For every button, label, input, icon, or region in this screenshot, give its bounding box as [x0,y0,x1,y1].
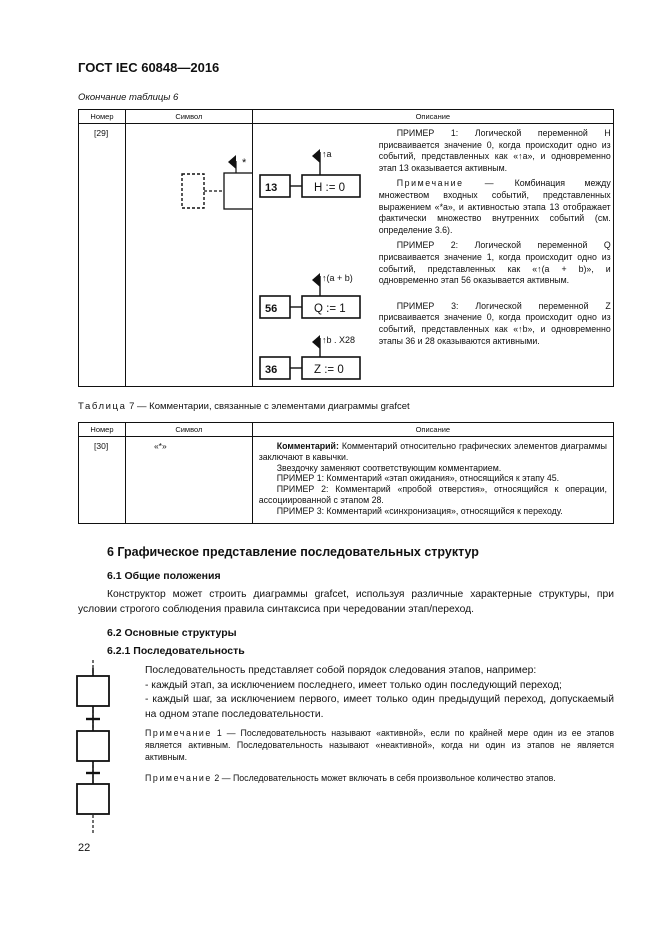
table-row: [29] * 13 H := 0 [78,123,615,387]
example-diagrams: 13 H := 0 ↑a 56 Q := 1 ↑(a + b) 36 [258,149,361,380]
step-box [76,783,110,815]
table7-description: Комментарий: Комментарий относительно гр… [253,437,613,517]
sequence-text: Последовательность представляет собой по… [145,664,614,785]
section-title: 6 Графическое представление последовател… [107,545,479,559]
column-header: Символ [124,422,253,437]
example-3: ПРИМЕР 3: Логической переменной Z присва… [378,300,611,346]
example-2: ПРИМЕР 2: Логической переменной Q присва… [378,240,611,286]
action-box [223,172,252,210]
note-label: Примечание — [396,178,496,189]
event-arrow-icon [311,273,320,287]
row-symbol: «*» [153,441,167,451]
step-dashed-box [181,173,205,209]
column-header: Символ [124,109,253,124]
note-text: Комбинация между множеством входных собы… [378,178,611,235]
row-number: [30] [94,441,109,451]
table6-description: ПРИМЕР 1: Логической переменной H присва… [379,128,611,347]
note-2: Примечание 2 — Последовательность может … [145,773,556,784]
event-label: ↑a [322,149,332,159]
subsection-title: 6.2 Основные структуры [107,627,237,639]
comment-line: ПРИМЕР 2: Комментарий «пробой отверстия»… [258,484,607,505]
event-glyph: * [242,157,247,169]
step-number: 36 [265,364,277,376]
step-box [76,730,110,762]
subsection-title: 6.2.1 Последовательность [107,645,245,657]
column-header: Номер [78,109,126,124]
comment-line: ПРИМЕР 1: Комментарий «этап ожидания», о… [276,473,560,484]
table7-caption: Таблица 7 — Комментарии, связанные с эле… [78,401,410,412]
table7: Номер Символ Описание [30] «*» Комментар… [78,422,615,524]
document-header: ГОСТ IEC 60848—2016 [78,60,220,75]
table6-caption: Окончание таблицы 6 [78,92,179,103]
comment-paragraph: Комментарий: Комментарий относительно гр… [259,441,607,463]
event-arrow-icon [311,149,320,163]
step-number: 13 [265,182,277,194]
row-number: [29] [94,128,109,138]
action-box [300,174,361,198]
comment-lead: Комментарий: [276,441,339,451]
symbol-diagram: * [181,155,252,210]
action-text: H := 0 [314,182,345,194]
action-box [300,295,361,319]
list-item: - каждый шаг, за исключением первого, им… [145,694,614,720]
table7-header-row: Номер Символ Описание [78,422,615,437]
note-label: Примечание [145,728,212,738]
action-text: Q := 1 [314,303,346,315]
paragraph: Конструктор может строить диаграммы graf… [78,589,614,615]
comment-text: Комментарий относительно графических эле… [258,441,607,462]
column-header: Описание [251,422,615,437]
action-box [300,356,361,380]
table6-header-row: Номер Символ Описание [78,109,615,124]
note-paragraph: Примечание — Комбинация между множеством… [379,178,611,236]
event-arrow-icon [311,335,320,349]
table-row: [30] «*» Комментарий: Комментарий относи… [78,436,615,524]
step-box [76,675,110,707]
note-1: Примечание 1 — Последовательность называ… [145,728,614,762]
caption-prefix: Таблица [78,401,127,412]
list-item: - каждый этап, за исключением последнего… [145,679,562,691]
action-text: Z := 0 [314,364,344,376]
comment-line: ПРИМЕР 3: Комментарий «синхронизация», о… [276,505,563,516]
subsection-title: 6.1 Общие положения [107,570,221,582]
paragraph: Последовательность представляет собой по… [145,665,537,676]
step-number: 56 [265,303,277,315]
event-arrow-icon [227,155,236,169]
column-header: Номер [78,422,126,437]
table6: Номер Символ Описание [29] * 13 [78,109,615,387]
event-label: ↑(a + b) [322,273,353,283]
event-label: ↑b . X28 [322,335,355,345]
column-header: Описание [251,109,615,124]
comment-line: Звездочку заменяют соответствующим комме… [276,462,502,473]
note-label: Примечание [145,773,212,784]
example-1: ПРИМЕР 1: Логической переменной H присва… [378,128,611,173]
caption-text: 7 — Комментарии, связанные с элементами … [129,401,410,412]
page-number: 22 [78,842,91,854]
sequence-diagram [76,660,110,835]
